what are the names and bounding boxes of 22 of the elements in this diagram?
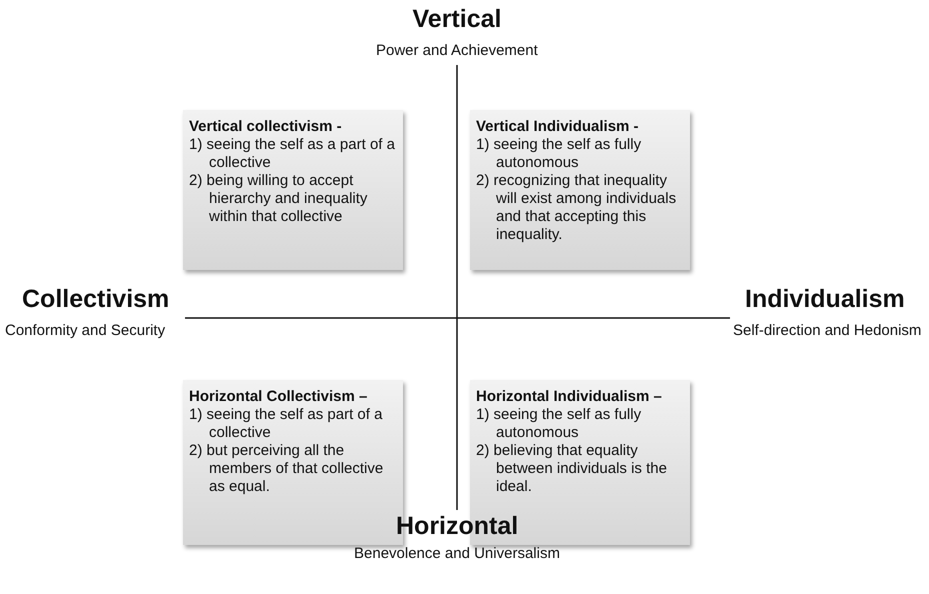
axis-subtitle: Conformity and Security bbox=[5, 322, 166, 339]
list-item: 1) seeing the self as part of a collective bbox=[189, 406, 384, 442]
axis-subtitle: Self-direction and Hedonism bbox=[733, 322, 922, 339]
quadrant-card bbox=[470, 110, 690, 270]
quadrant-card bbox=[183, 110, 403, 270]
axis-subtitle: Benevolence and Universalism bbox=[354, 545, 560, 562]
axis-title: Vertical bbox=[412, 5, 502, 34]
list-item: 2) being willing to accept hierarchy and inequality within that collective bbox=[189, 172, 368, 226]
card-heading: Horizontal Individualism – bbox=[476, 388, 663, 406]
axis-title: Individualism bbox=[745, 285, 905, 314]
axis-title: Horizontal bbox=[396, 512, 518, 541]
list-item: 2) recognizing that inequality will exist among individuals and that accepting this inequality. bbox=[476, 172, 678, 244]
axis-title: Collectivism bbox=[22, 285, 170, 314]
list-item: 2) believing that equality between individuals is the ideal. bbox=[476, 442, 668, 496]
list-item: 1) seeing the self as fully autonomous bbox=[476, 406, 642, 442]
card-heading: Vertical collectivism - bbox=[189, 118, 343, 136]
card-heading: Vertical Individualism - bbox=[476, 118, 640, 136]
list-item: 2) but perceiving all the members of that collective as equal. bbox=[189, 442, 384, 496]
list-item: 1) seeing the self as a part of a collective bbox=[189, 136, 396, 172]
list-item: 1) seeing the self as fully autonomous bbox=[476, 136, 642, 172]
card-heading: Horizontal Collectivism – bbox=[189, 388, 368, 406]
axis-subtitle: Power and Achievement bbox=[376, 42, 538, 59]
